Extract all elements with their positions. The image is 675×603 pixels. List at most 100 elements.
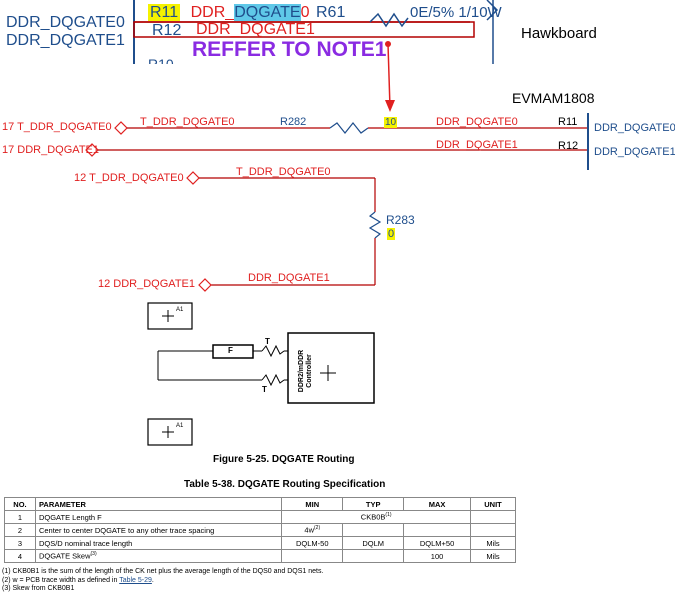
cell-parameter: DQS/D nominal trace length [34,536,283,550]
table-row: 1 DQGATE Length F CKB0B(1) [4,510,516,524]
table-row: 2 Center to center DQGATE to any other t… [4,523,516,537]
cell-parameter: DQGATE Length F [34,510,283,524]
note-arrow-dot [385,41,391,47]
param-value: DQGATE Skew [38,551,91,561]
param-footnote: (3) [90,551,97,558]
col-header-unit: UNIT [470,497,516,511]
routing-spec-table: NO. PARAMETER MIN TYP MAX UNIT 1 DQGATE … [4,497,516,563]
row4-left-net: 12 DDR_DQGATE1 [98,278,195,290]
row1-right-net: DDR_DQGATE0 [436,116,518,128]
cell-typ [342,549,405,563]
footnote-3: (3) Skew from CKB0B1 [2,585,75,593]
row3-mid-net: T_DDR_DQGATE0 [236,166,331,178]
footnote-2: (2) w = PCB trace width as defined in Ta… [2,577,323,586]
cell-no: 4 [4,549,36,563]
col-header-min: MIN [281,497,344,511]
ref-r12-top: R12 [152,22,182,39]
top-net-dqgate1: DDR_DQGATE1 [6,32,125,49]
top-right-arrow [486,0,499,21]
t-top-label: T [265,337,270,346]
r282-resistor-symbol [329,122,369,134]
bus-net-dqgate1: DDR_DQGATE1 [594,146,675,158]
note-reffer: REFFER TO NOTE1 [192,38,387,61]
controller-line2: Controller [306,354,313,388]
r61-resistor-symbol [369,12,409,28]
a1-bottom-label: A1 [176,423,184,429]
cell-unit [470,510,516,524]
schematic-diagram [85,0,589,446]
controller-line1: DDR2/mDDR [298,349,305,393]
min-value: 4w [304,525,314,535]
net-suffix: 0 [300,4,310,21]
dqgate1-highlight-box [133,21,475,38]
cell-typ: DQLM [342,536,405,550]
row3-left-net: 12 T_DDR_DQGATE0 [74,172,184,184]
ref-r11: R11 [558,116,578,128]
controller-label: DDR2/mDDR Controller [298,341,314,401]
row3-port-symbol [186,171,200,185]
cell-no: 1 [4,510,36,524]
cell-parameter: DQGATE Skew(3) [34,549,283,563]
footnote-2-end: . [151,576,154,584]
table-row: 4 DQGATE Skew(3) 100 Mils [4,549,516,563]
r283-resistor-symbol [368,211,382,239]
ref-r282: R282 [280,116,307,128]
ref-r283: R283 [386,213,415,227]
t-bottom-label: T [262,385,267,394]
f-label: F [228,346,233,355]
col-header-max: MAX [403,497,472,511]
table-title: Table 5-38. DQGATE Routing Specification [184,479,386,490]
row2-right-net: DDR_DQGATE1 [436,139,518,151]
table-header-row: NO. PARAMETER MIN TYP MAX UNIT [4,497,516,511]
net-prefix: DDR_ [190,4,235,21]
t-bottom-resistor [261,373,285,387]
row4-mid-net: DDR_DQGATE1 [248,272,330,284]
net-dqgate1-top: DDR_DQGATE1 [196,21,315,38]
cell-unit: Mils [470,536,516,550]
r283-value: 0 [387,228,396,240]
a1-bottom-box [147,418,193,446]
note-arrow-head [385,100,395,112]
table-row: 3 DQS/D nominal trace length DQLM-50 DQL… [4,536,516,550]
cell-parameter: Center to center DQGATE to any other tra… [34,523,283,537]
ref-r61: R61 [316,4,346,21]
row4-port-symbol [198,278,212,292]
col-header-typ: TYP [342,497,405,511]
cell-max: 100 [403,549,472,563]
typ-value: CKB0B [360,512,386,522]
controller-box [287,332,375,404]
top-net-dqgate0: DDR_DQGATE0 [6,14,125,31]
col-header-no: NO. [4,497,36,511]
min-footnote: (2) [314,525,321,532]
cell-max [403,523,472,537]
cell-min [281,549,344,563]
hawkboard-label: Hawkboard [521,25,597,42]
row1-mid-net: T_DDR_DQGATE0 [140,116,235,128]
bus-net-dqgate0: DDR_DQGATE0 [594,122,675,134]
typ-footnote: (1) [385,512,392,519]
figure-caption: Figure 5-25. DQGATE Routing [213,454,355,465]
cell-typ [342,523,405,537]
cell-max: DQLM+50 [403,536,472,550]
col-header-parameter: PARAMETER [34,497,283,511]
note-arrow-line [387,43,391,109]
row1-port-symbol [114,121,128,135]
cell-unit [470,523,516,537]
row2-left-net: 17 DDR_DQGATE1 [2,144,99,156]
cell-typ-span: CKB0B(1) [281,510,472,524]
evmam-label: EVMAM1808 [512,90,595,106]
cell-min: 4w(2) [281,523,344,537]
ref-r11-top: R11 [148,4,181,21]
row1-left-net: 17 T_DDR_DQGATE0 [2,121,112,133]
a1-top-label: A1 [176,307,184,313]
t-top-resistor [261,344,285,358]
a1-top-box [147,302,193,330]
cut-ref-r10: R10 [148,56,174,64]
cell-no: 3 [4,536,36,550]
cell-min: DQLM-50 [281,536,344,550]
table-5-29-link[interactable]: Table 5-29 [119,576,152,584]
f-box [212,344,254,359]
r282-value: 10 [384,117,398,128]
cell-no: 2 [4,523,36,537]
cell-unit: Mils [470,549,516,563]
